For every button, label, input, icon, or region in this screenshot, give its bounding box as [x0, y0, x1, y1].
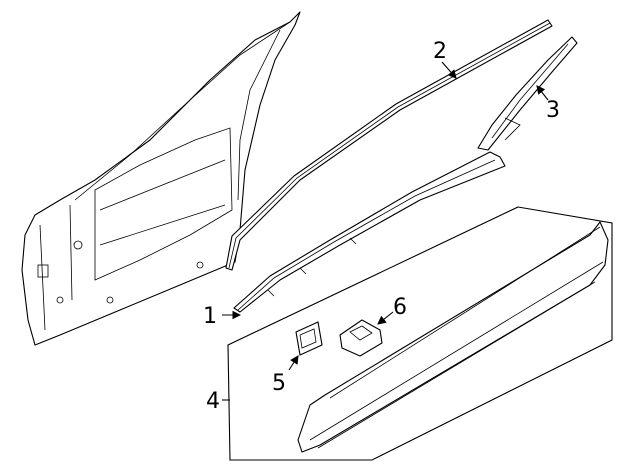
callout-6: 6 — [393, 295, 407, 320]
callout-5: 5 — [272, 371, 286, 396]
belt-weatherstrip — [233, 151, 506, 313]
leader-5 — [288, 355, 299, 371]
leader-3 — [536, 85, 549, 101]
clip-part-6 — [339, 319, 383, 357]
clip-part-5 — [295, 321, 323, 356]
callout-2: 2 — [433, 39, 447, 64]
leader-6 — [377, 311, 394, 325]
callout-4: 4 — [206, 389, 220, 414]
leader-2 — [441, 61, 457, 79]
group-box — [227, 206, 613, 461]
side-molding — [297, 221, 609, 453]
callout-1: 1 — [203, 304, 217, 329]
roof-weatherstrip — [225, 19, 553, 271]
rear-pillar-molding — [477, 36, 578, 151]
callout-3: 3 — [546, 98, 560, 123]
